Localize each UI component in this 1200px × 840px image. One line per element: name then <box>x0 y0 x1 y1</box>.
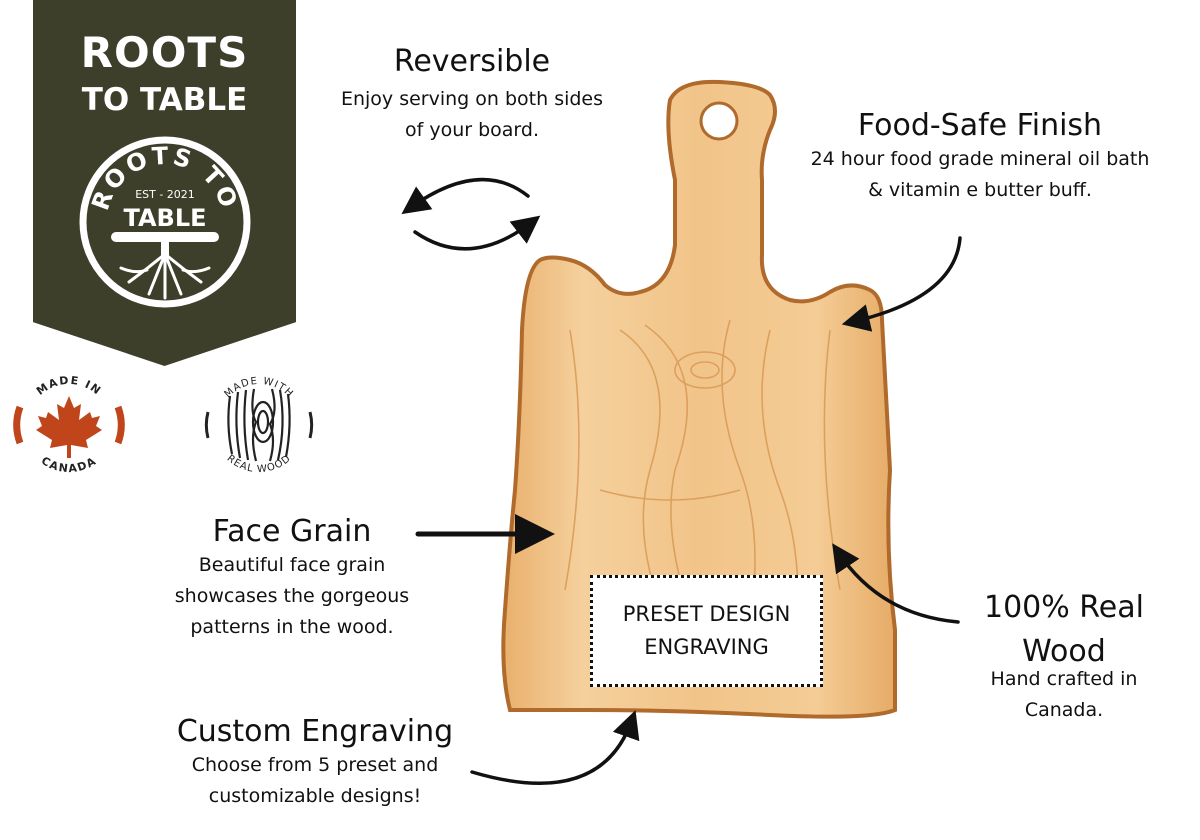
real-wood-description: Hand crafted in Canada. <box>964 664 1164 726</box>
food-safe-desc-line: 24 hour food grade mineral oil bath <box>810 148 1150 170</box>
custom-engraving-desc-line: Choose from 5 preset and <box>191 754 439 776</box>
canada-badge-bottom-text: CANADA <box>39 454 98 475</box>
brand-banner: ROOTS TO TABLE ROOTS TO EST - 2021 TABLE <box>33 0 296 366</box>
brand-seal-logo: ROOTS TO EST - 2021 TABLE <box>79 136 251 308</box>
face-grain-desc-line: patterns in the wood. <box>190 616 394 638</box>
wood-badge-bottom-text: REAL WOOD <box>225 453 293 475</box>
reversible-desc-line: of your board. <box>404 119 540 141</box>
canada-badge-top-text: MADE IN <box>34 374 103 398</box>
food-safe-title: Food-Safe Finish <box>857 108 1103 143</box>
brand-name-line1: ROOTS <box>80 28 249 77</box>
roots-icon <box>119 252 211 300</box>
custom-engraving-title: Custom Engraving <box>176 714 454 749</box>
real-wood-desc-line: Canada. <box>1024 699 1104 721</box>
seal-est-text: EST - 2021 <box>135 188 195 201</box>
real-wood-desc-line: Hand crafted in <box>990 668 1138 690</box>
svg-text:CANADA: CANADA <box>39 454 99 475</box>
reversible-title: Reversible <box>393 44 551 79</box>
food-safe-desc-line: & vitamin e butter buff. <box>868 179 1092 201</box>
cutting-board-image <box>501 79 897 719</box>
maple-leaf-icon <box>36 396 102 458</box>
wood-badge-top-text: MADE WITH <box>223 376 295 400</box>
food-safe-description: 24 hour food grade mineral oil bath & vi… <box>780 144 1180 206</box>
custom-engraving-desc-line: customizable designs! <box>208 785 422 807</box>
face-grain-desc-line: showcases the gorgeous <box>174 585 410 607</box>
svg-text:MADE WITH: MADE WITH <box>223 376 296 400</box>
made-in-canada-badge: MADE IN CANADA <box>13 374 125 475</box>
svg-text:REAL WOOD: REAL WOOD <box>225 453 294 475</box>
svg-text:MADE IN: MADE IN <box>34 374 104 398</box>
brand-name-line2: TO TABLE <box>81 82 248 118</box>
real-wood-title: 100% Real Wood <box>964 586 1164 674</box>
seal-bottom-text: TABLE <box>123 204 206 232</box>
engraving-line1: PRESET DESIGN <box>622 602 791 626</box>
face-grain-description: Beautiful face grain showcases the gorge… <box>152 550 432 643</box>
engraving-area: PRESET DESIGN ENGRAVING <box>590 575 823 687</box>
made-with-real-wood-badge: MADE WITH REAL WOOD <box>204 376 314 475</box>
wood-grain-icon <box>227 388 291 462</box>
reversible-description: Enjoy serving on both sides of your boar… <box>312 84 632 146</box>
real-wood-title-line: Wood <box>1022 634 1106 669</box>
custom-engraving-description: Choose from 5 preset and customizable de… <box>155 750 475 812</box>
face-grain-title: Face Grain <box>212 514 372 549</box>
reversible-desc-line: Enjoy serving on both sides <box>340 88 604 110</box>
engraving-line2: ENGRAVING <box>644 635 769 659</box>
real-wood-title-line: 100% Real <box>984 590 1144 625</box>
face-grain-desc-line: Beautiful face grain <box>198 554 386 576</box>
